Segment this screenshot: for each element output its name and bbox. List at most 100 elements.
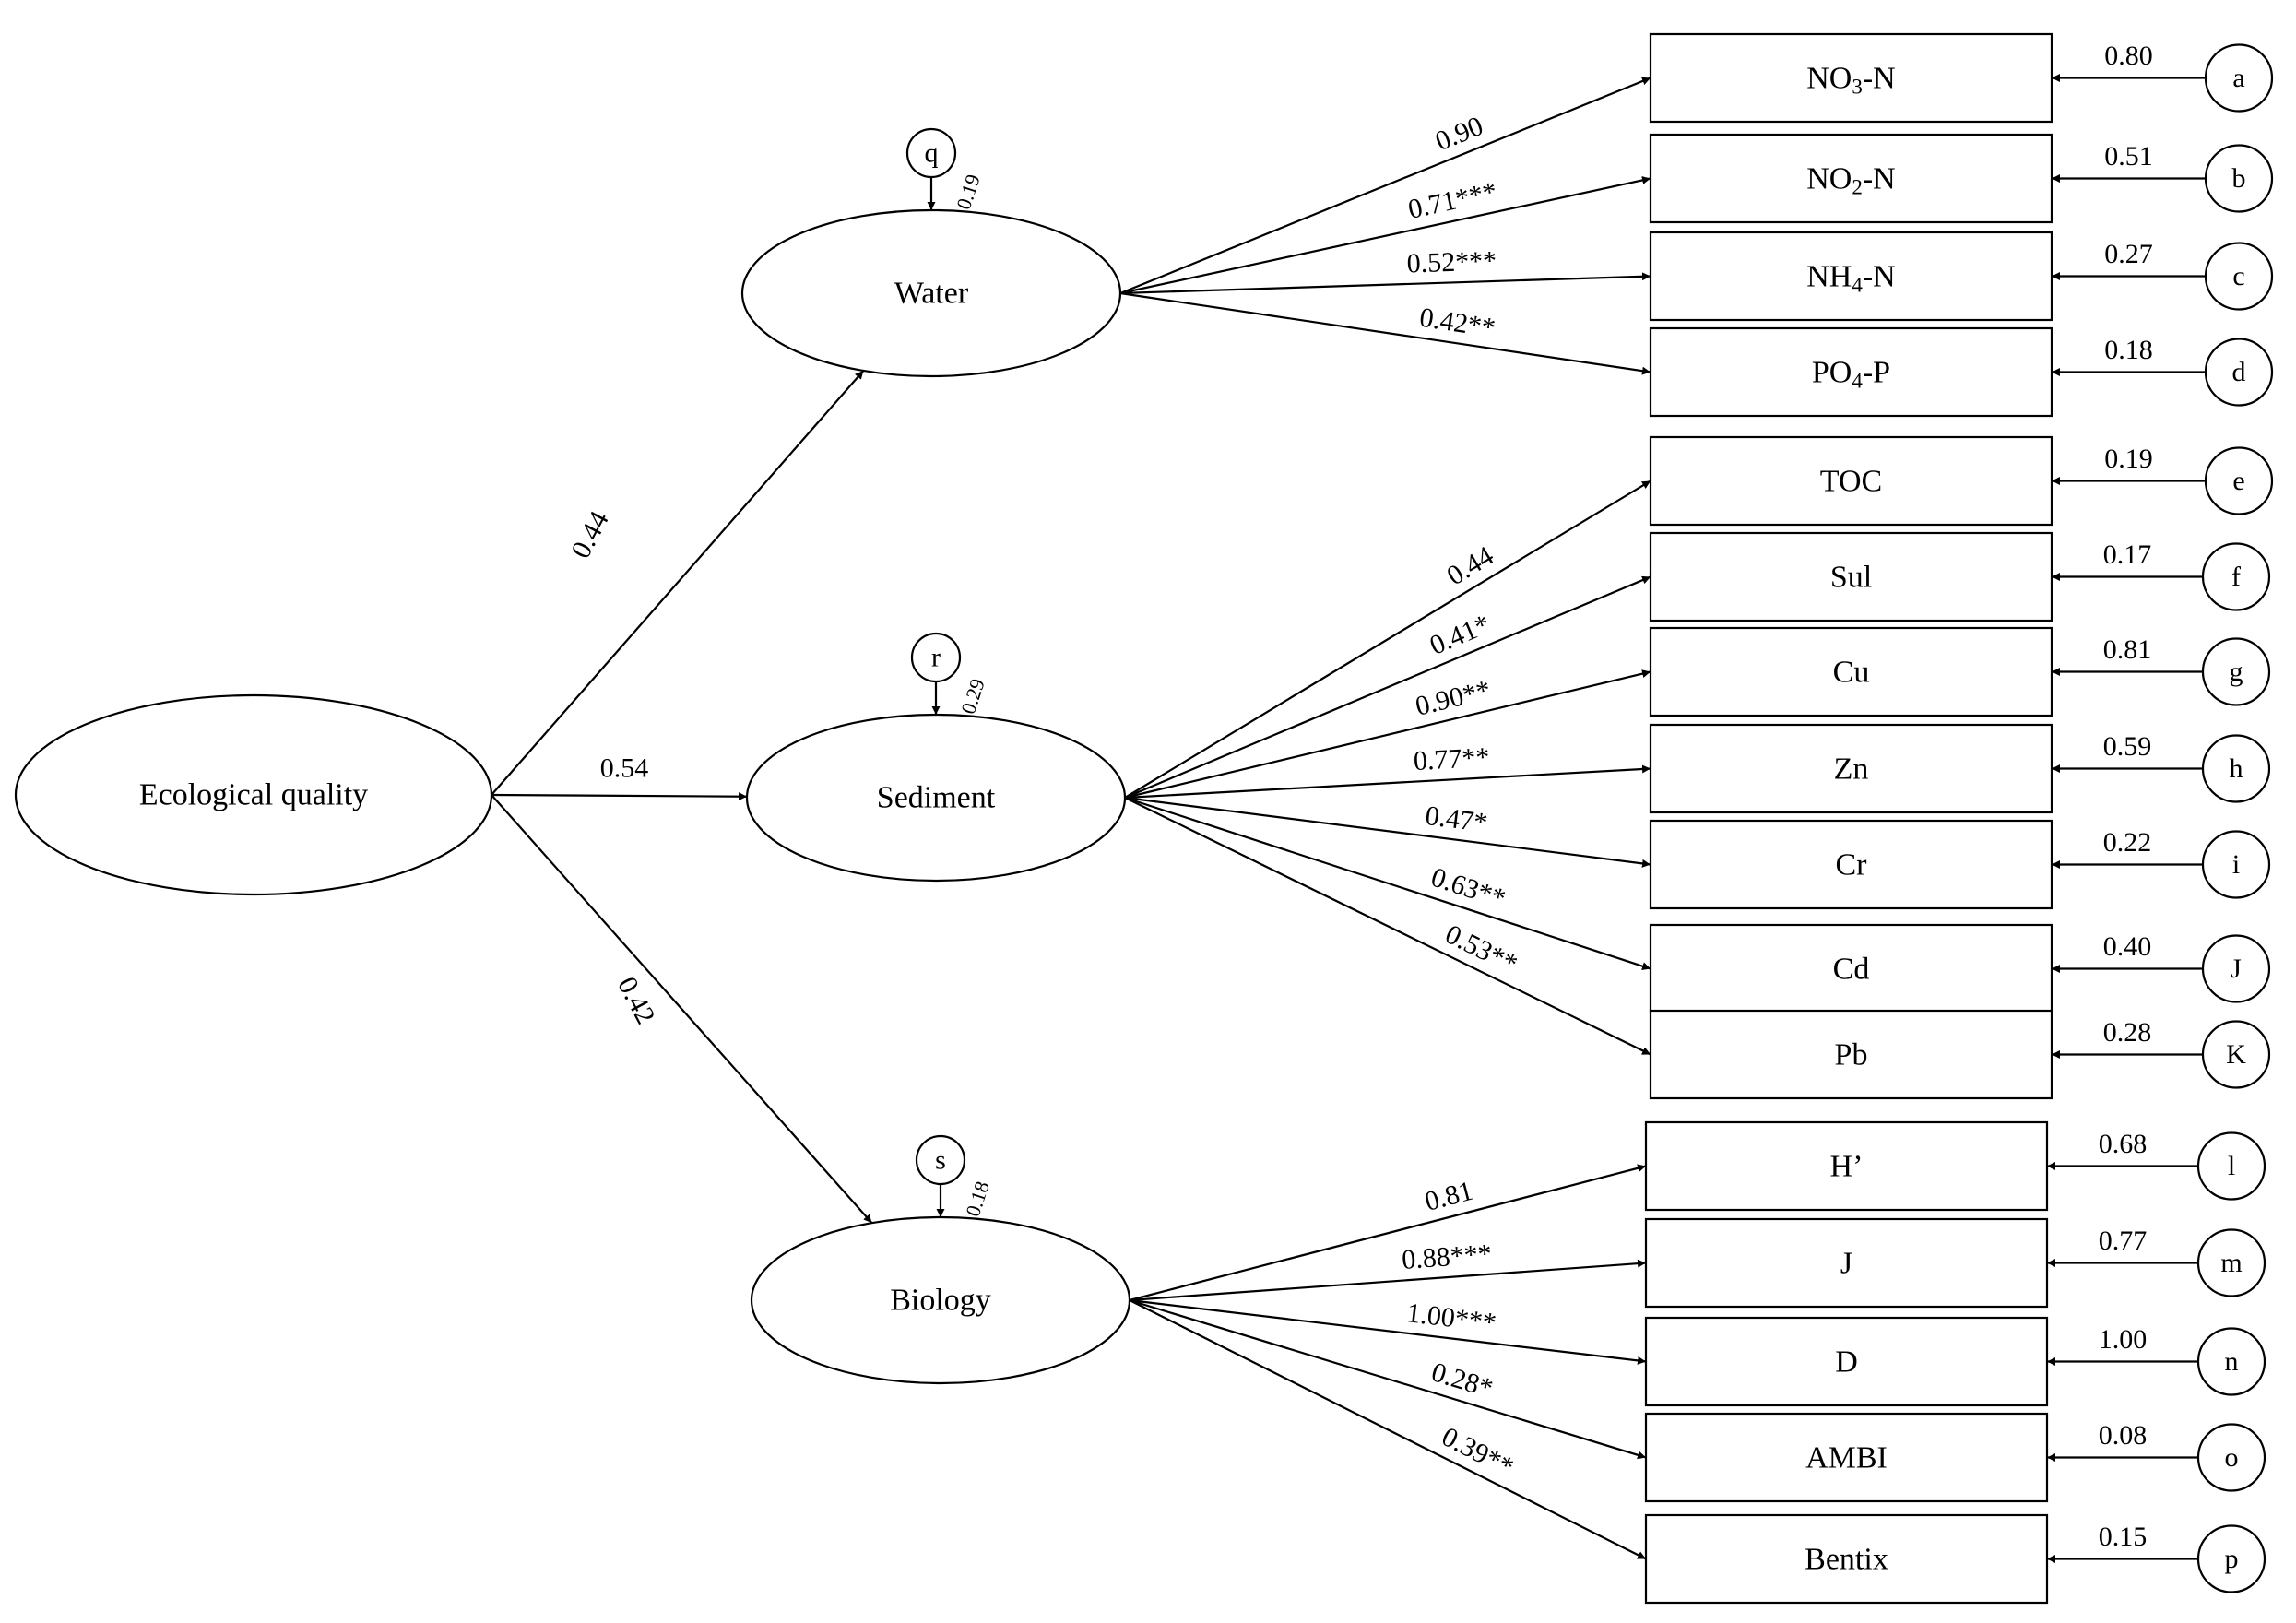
indicator-11-box <box>1649 1009 2053 1100</box>
indicator-10-error-letter: J <box>2231 954 2242 984</box>
indicator-14-label: D <box>1835 1345 1858 1379</box>
indicator-7-error-value: 0.81 <box>2103 634 2152 665</box>
indicator-3-box <box>1649 231 2053 322</box>
indicator-16-label: Bentix <box>1805 1542 1888 1576</box>
indicator-10-label: Cd <box>1833 952 1870 986</box>
indicator-6-box <box>1649 531 2053 622</box>
biology-label: Biology <box>890 1284 991 1318</box>
path-eco-water <box>491 370 865 796</box>
biology-ellipse <box>750 1215 1131 1385</box>
indicator-15-loading: 0.28* <box>1428 1356 1497 1404</box>
path-coef-water: 0.44 <box>565 506 615 563</box>
indicator-5-label: TOC <box>1820 464 1882 498</box>
indicator-9-label: Cr <box>1836 847 1868 882</box>
indicator-6-error-letter: f <box>2231 562 2241 592</box>
indicator-2-label: NO2-N <box>1806 161 1896 198</box>
indicator-7-loading: 0.90** <box>1413 675 1494 722</box>
biology-residual-letter: s <box>935 1145 946 1176</box>
path-eco-sediment <box>491 792 748 801</box>
indicator-6-loading-arrow <box>1124 575 1651 800</box>
indicator-8-label: Zn <box>1834 752 1869 786</box>
indicator-1-error-letter: a <box>2232 63 2244 93</box>
indicator-3-error-value: 0.27 <box>2104 239 2153 269</box>
path-coef-biology: 0.42 <box>611 972 661 1029</box>
indicator-14-error-letter: n <box>2225 1346 2239 1377</box>
indicator-2-error-value: 0.51 <box>2104 141 2153 172</box>
indicator-8-loading-arrow <box>1124 764 1651 800</box>
indicator-1-box <box>1649 32 2053 124</box>
water-label: Water <box>894 277 969 311</box>
indicator-13-label: J <box>1840 1246 1852 1280</box>
indicator-12-loading-arrow <box>1129 1164 1647 1302</box>
biology-residual-value: 0.18 <box>961 1179 994 1219</box>
indicator-8-loading: 0.77** <box>1413 742 1490 776</box>
indicator-4-label: PO4-P <box>1812 355 1890 392</box>
indicator-5-box <box>1649 435 2053 527</box>
indicator-1-error-value: 0.80 <box>2104 41 2153 71</box>
sediment-label: Sediment <box>877 781 996 815</box>
indicator-3-error-letter: c <box>2232 261 2244 291</box>
indicator-4-box <box>1649 326 2053 418</box>
indicator-9-box <box>1649 819 2053 910</box>
indicator-1-loading-arrow <box>1119 77 1651 295</box>
indicator-10-error-value: 0.40 <box>2103 931 2152 962</box>
indicator-12-label: H’ <box>1830 1149 1864 1183</box>
water-residual-letter: q <box>925 138 939 169</box>
indicator-4-loading: 0.42** <box>1417 302 1497 344</box>
indicator-16-error-value: 0.15 <box>2099 1522 2148 1552</box>
indicator-9-loading: 0.47* <box>1424 800 1489 838</box>
path-eco-biology <box>491 794 873 1224</box>
indicator-7-error-circle <box>2201 637 2271 706</box>
indicator-8-error-value: 0.59 <box>2103 731 2152 762</box>
indicator-3-label: NH4-N <box>1806 259 1896 296</box>
indicator-10-loading: 0.63** <box>1427 862 1509 915</box>
path-coef-sediment: 0.54 <box>600 753 649 784</box>
indicator-15-box <box>1644 1412 2049 1503</box>
indicator-13-loading-arrow <box>1129 1259 1647 1302</box>
indicator-2-box <box>1649 133 2053 224</box>
indicator-10-error-circle <box>2201 934 2271 1003</box>
indicator-8-error-circle <box>2201 734 2271 803</box>
indicator-15-error-value: 0.08 <box>2099 1420 2148 1451</box>
indicator-8-box <box>1649 723 2053 814</box>
indicator-5-error-circle <box>2204 446 2274 515</box>
indicator-2-loading-arrow <box>1119 176 1651 295</box>
indicator-13-error-circle <box>2196 1228 2266 1297</box>
indicator-5-loading: 0.44 <box>1442 540 1499 591</box>
water-residual-value: 0.19 <box>952 172 985 212</box>
indicator-11-error-letter: K <box>2226 1039 2246 1070</box>
indicator-2-error-circle <box>2204 144 2274 213</box>
indicator-4-loading-arrow <box>1119 291 1651 375</box>
indicator-7-loading-arrow <box>1124 669 1651 800</box>
eco-ellipse <box>14 693 493 896</box>
indicator-1-error-circle <box>2204 43 2274 113</box>
indicator-11-loading-arrow <box>1124 797 1651 1056</box>
indicator-14-loading: 1.00*** <box>1405 1297 1498 1338</box>
indicator-7-label: Cu <box>1833 655 1870 689</box>
indicator-13-box <box>1644 1217 2049 1309</box>
indicator-16-loading-arrow <box>1129 1299 1647 1560</box>
indicator-15-error-letter: o <box>2225 1442 2239 1473</box>
indicator-9-error-circle <box>2201 830 2271 899</box>
indicator-12-error-value: 0.68 <box>2099 1129 2148 1159</box>
indicator-15-label: AMBI <box>1805 1440 1888 1475</box>
indicator-11-error-value: 0.28 <box>2103 1017 2152 1048</box>
indicator-2-loading: 0.71*** <box>1405 176 1499 225</box>
indicator-12-loading: 0.81 <box>1422 1176 1476 1217</box>
indicator-15-error-circle <box>2196 1423 2266 1492</box>
indicator-3-loading-arrow <box>1119 272 1651 295</box>
indicator-7-error-letter: g <box>2230 657 2243 687</box>
indicator-6-error-circle <box>2201 542 2271 611</box>
indicator-6-loading: 0.41* <box>1426 609 1495 661</box>
indicator-5-loading-arrow <box>1124 480 1651 799</box>
indicator-13-loading: 0.88*** <box>1401 1238 1493 1275</box>
indicator-2-error-letter: b <box>2232 163 2246 194</box>
indicator-11-label: Pb <box>1835 1037 1868 1072</box>
indicator-1-label: NO3-N <box>1806 61 1896 98</box>
indicator-10-loading-arrow <box>1124 796 1651 970</box>
indicator-7-box <box>1649 626 2053 717</box>
indicator-14-error-circle <box>2196 1327 2266 1396</box>
indicator-9-error-letter: i <box>2232 849 2240 880</box>
indicator-9-error-value: 0.22 <box>2103 827 2152 858</box>
indicator-11-loading: 0.53** <box>1440 918 1522 979</box>
